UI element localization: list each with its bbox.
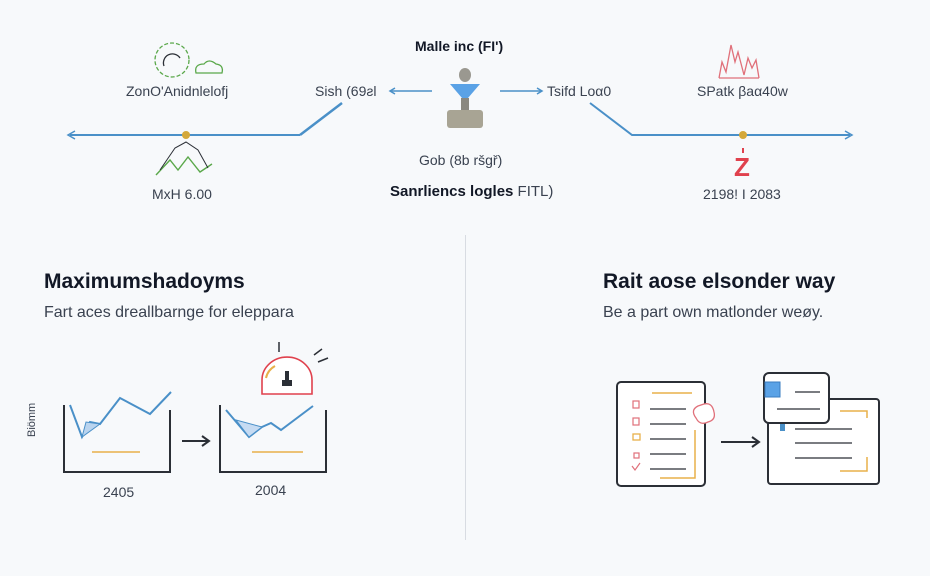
left-timeline xyxy=(66,102,343,140)
left-node-side-label: Sish (69ƨl xyxy=(315,83,377,99)
left-panel-title: Maximumshadoyms xyxy=(44,270,245,293)
left-node-bottom-label: MxH 6.00 xyxy=(152,186,212,202)
chart-a-label: 2405 xyxy=(103,484,135,500)
center-subtitle-rest: FITL) xyxy=(513,183,554,200)
center-subtitle: Sanrliencs logles FITL) xyxy=(390,183,553,200)
right-node-bottom-label: 2198! I 2083 xyxy=(703,186,781,202)
diagram-title: Malle inc (FI') xyxy=(415,38,504,54)
center-subtitle-bold: Sanrliencs logles xyxy=(390,183,514,200)
chart-b-label: 2004 xyxy=(255,482,287,498)
panel-divider xyxy=(465,235,466,540)
left-node-top-label: ZonO'Anidnlelofj xyxy=(126,83,229,99)
right-node-marker: Z xyxy=(734,152,750,182)
right-timeline-node xyxy=(739,131,747,139)
right-node-top-label: SPatk βaα40w xyxy=(697,83,788,99)
right-node-side-label: Tsifd Loα0 xyxy=(547,83,612,99)
right-panel-subtitle: Be a part own matlonder weøy. xyxy=(603,304,824,321)
chart-a xyxy=(63,391,172,473)
chart-axis-label: Biömm xyxy=(26,402,38,437)
gear-cloud-icon xyxy=(154,42,224,78)
left-timeline-node xyxy=(182,131,190,139)
doc-transition-arrow xyxy=(721,436,761,448)
right-panel-title: Rait aose elsonder way xyxy=(603,270,836,293)
chart-b xyxy=(219,405,327,473)
center-caption: Gob (8b ršgř) xyxy=(419,152,503,168)
window-document-icon xyxy=(763,372,880,485)
chart-transition-arrow xyxy=(182,435,211,447)
stamp-icon xyxy=(447,68,483,128)
alarm-icon xyxy=(261,342,329,395)
checklist-document-icon xyxy=(616,381,716,487)
mountain-icon xyxy=(155,141,213,176)
pulse-icon xyxy=(718,44,760,79)
center-right-arrow xyxy=(500,87,544,95)
left-panel-subtitle: Fart aces dreallbarnge for eleppara xyxy=(44,304,294,321)
right-timeline xyxy=(589,102,854,140)
center-left-arrow xyxy=(388,87,432,95)
